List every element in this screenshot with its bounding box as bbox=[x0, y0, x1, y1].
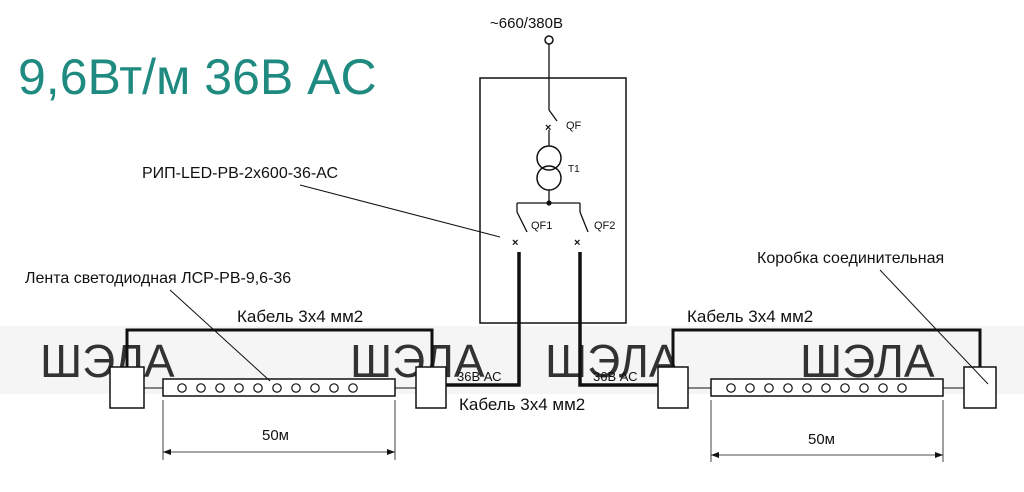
voltage-left-label: 36В АС bbox=[457, 369, 502, 384]
box-label: Коробка соединительная bbox=[757, 250, 944, 267]
voltage-right-label: 36В АС bbox=[593, 369, 638, 384]
diagram-title: 9,6Вт/м 36В AC bbox=[18, 49, 377, 105]
length-right-label: 50м bbox=[808, 431, 835, 448]
qf2-x: × bbox=[574, 237, 580, 249]
led-strip-right-leds bbox=[726, 383, 907, 393]
cable-right-label: Кабель 3х4 мм2 bbox=[687, 307, 813, 326]
qf2-contact bbox=[579, 211, 589, 233]
device-leader-line bbox=[299, 184, 501, 238]
breaker-qf-contact bbox=[548, 109, 558, 122]
transformer-label: T1 bbox=[568, 164, 580, 175]
supply-label: ~660/380В bbox=[490, 15, 563, 32]
strip-leader-line bbox=[169, 289, 271, 382]
dim-left-arrow-b bbox=[387, 449, 395, 455]
led-strip-left-leds bbox=[177, 383, 358, 393]
cable-right-loop bbox=[671, 328, 982, 367]
breaker-qf-label: QF bbox=[566, 120, 582, 132]
cable-qf2-out bbox=[578, 252, 658, 387]
dim-right-arrow-a bbox=[711, 452, 719, 458]
watermark-text-1: ШЭЛА bbox=[40, 335, 175, 387]
supply-terminal bbox=[544, 35, 554, 45]
qf1-contact bbox=[516, 211, 528, 233]
dim-right-arrow-b bbox=[935, 452, 943, 458]
length-left-label: 50м bbox=[262, 427, 289, 444]
junction-box-right-inner bbox=[657, 366, 689, 409]
breaker-qf2-label: QF2 bbox=[594, 220, 615, 232]
breaker-qf-x: × bbox=[545, 122, 551, 134]
junction-box-left-outer bbox=[109, 366, 145, 409]
breaker-qf1-label: QF1 bbox=[531, 220, 552, 232]
device-enclosure bbox=[479, 77, 627, 324]
cable-left-label: Кабель 3х4 мм2 bbox=[237, 307, 363, 326]
dim-left-arrow-a bbox=[163, 449, 171, 455]
qf1-x: × bbox=[512, 237, 518, 249]
cable-left-loop bbox=[125, 328, 434, 367]
strip-label: Лента светодиодная ЛСР-РВ-9,6-36 bbox=[25, 270, 291, 287]
cable-qf1-out bbox=[446, 252, 521, 387]
cable-bottom-label: Кабель 3х4 мм2 bbox=[459, 395, 585, 414]
junction-box-left-inner bbox=[415, 366, 447, 409]
box-leader-line bbox=[879, 269, 989, 385]
junction-box-right-outer bbox=[963, 366, 997, 409]
device-name-label: РИП-LED-РВ-2х600-36-АС bbox=[142, 165, 338, 182]
transformer-coil-primary bbox=[536, 145, 562, 171]
